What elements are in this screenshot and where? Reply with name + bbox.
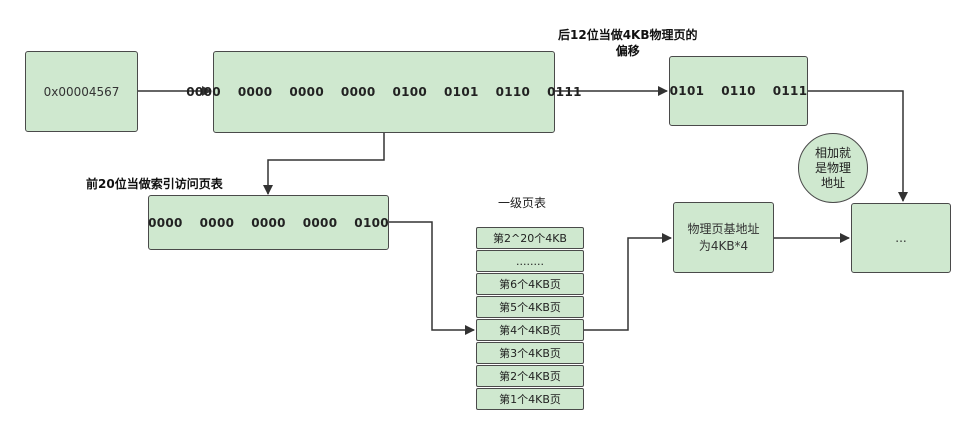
add-note-line2: 是物理 xyxy=(814,160,851,175)
arrow-binary-to-index xyxy=(263,133,385,195)
offset-label-line2: 偏移 xyxy=(615,44,640,58)
index-label: 前20位当做索引访问页表 xyxy=(86,175,223,192)
page-table-entry: 第5个4KB页 xyxy=(476,296,584,318)
page-table-title: 一级页表 xyxy=(498,194,546,211)
add-note-line3: 地址 xyxy=(820,175,845,190)
page-table-entry: ........ xyxy=(476,250,584,272)
offset-label: 后12位当做4KB物理页的 偏移 xyxy=(558,27,698,59)
page-table-entry-label: 第4个4KB页 xyxy=(499,324,561,337)
binary-address-text: 0000 0000 0000 0000 0100 0101 0110 0111 xyxy=(186,85,582,99)
arrow-offset-to-result xyxy=(808,90,908,202)
page-table-entry: 第2^20个4KB xyxy=(476,227,584,249)
page-table-entry-label: 第5个4KB页 xyxy=(499,301,561,314)
page-table-entry: 第4个4KB页 xyxy=(476,319,584,341)
physical-page-base-line2: 为4KB*4 xyxy=(698,238,749,253)
virtual-address-text: 0x00004567 xyxy=(43,84,120,99)
add-note-line1: 相加就 xyxy=(814,145,851,160)
index-label-text: 前20位当做索引访问页表 xyxy=(86,177,223,191)
page-offset-box: 0101 0110 0111 xyxy=(669,56,808,126)
physical-page-base-box: 物理页基地址 为4KB*4 xyxy=(673,202,774,273)
page-offset-text: 0101 0110 0111 xyxy=(669,84,808,98)
page-index-text: 0000 0000 0000 0000 0100 xyxy=(148,215,389,230)
page-table-entry-label: 第2^20个4KB xyxy=(493,232,567,245)
page-table-entry-label: 第6个4KB页 xyxy=(499,278,561,291)
arrow-entry-to-physbase xyxy=(584,233,672,331)
physical-page-base-line1: 物理页基地址 xyxy=(687,221,760,236)
binary-address-box: 0000 0000 0000 0000 0100 0101 0110 0111 xyxy=(186,51,581,133)
page-index-box: 0000 0000 0000 0000 0100 xyxy=(148,195,389,250)
page-table-title-text: 一级页表 xyxy=(498,196,547,210)
virtual-address-box: 0x00004567 xyxy=(25,51,138,132)
arrow-index-to-entry xyxy=(389,221,475,335)
physical-address-result-text: ... xyxy=(895,231,907,245)
page-table-entry-label: 第3个4KB页 xyxy=(499,347,561,360)
physical-address-result-box: ... xyxy=(851,203,951,273)
page-table-entry-label: 第1个4KB页 xyxy=(499,393,561,406)
page-table-entry-label: 第2个4KB页 xyxy=(499,370,561,383)
page-table-entry: 第1个4KB页 xyxy=(476,388,584,410)
offset-label-line1: 后12位当做4KB物理页的 xyxy=(558,28,698,42)
add-note-circle: 相加就 是物理 地址 xyxy=(798,133,868,203)
page-table-entry: 第3个4KB页 xyxy=(476,342,584,364)
page-table-entry: 第2个4KB页 xyxy=(476,365,584,387)
page-table-entry-label: ........ xyxy=(516,254,544,268)
page-table-entry: 第6个4KB页 xyxy=(476,273,584,295)
